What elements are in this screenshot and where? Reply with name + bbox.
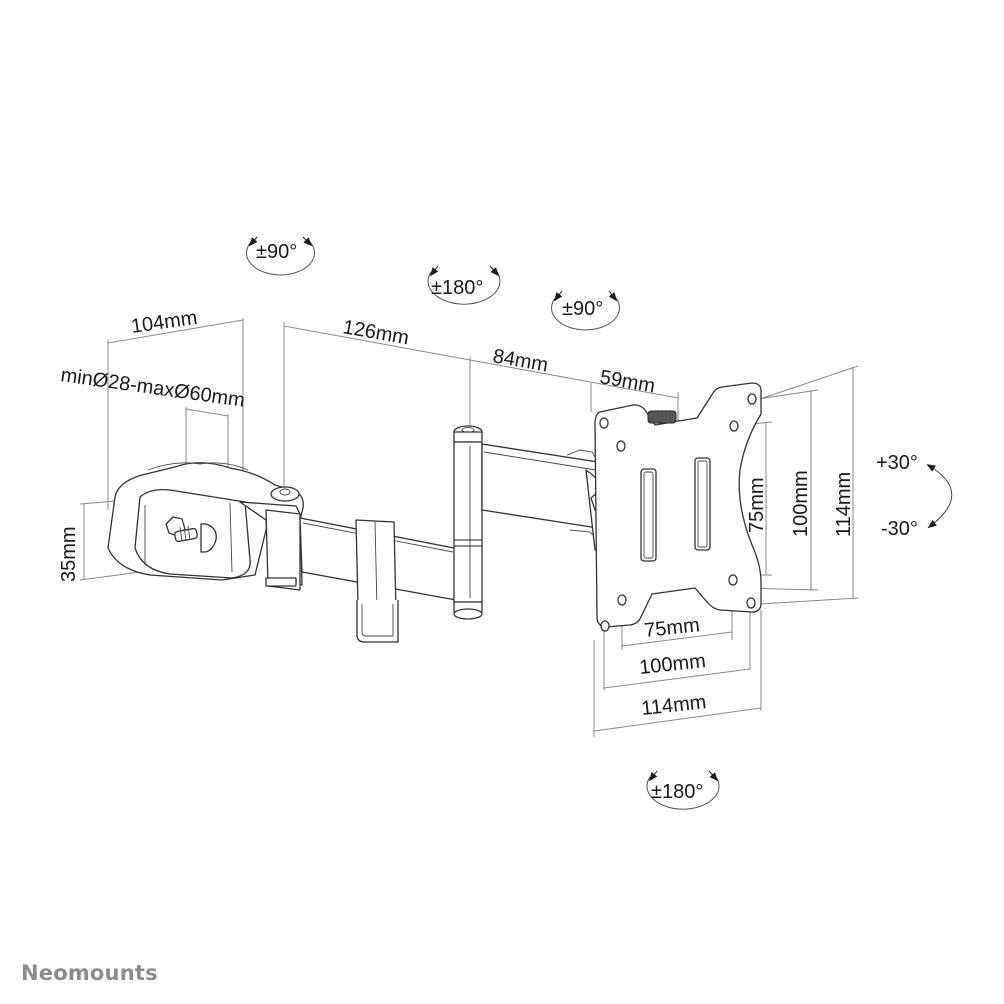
elbow-pivot — [453, 425, 483, 620]
tilt-down-label: -30° — [881, 518, 918, 540]
rotation-label: ±180° — [651, 781, 703, 803]
brand-logo: Neomounts — [21, 961, 158, 985]
rotation-badge-screen: ±180° — [646, 770, 720, 810]
rotation-label: ±180° — [431, 277, 483, 299]
dim-clamp-height: 35mm — [58, 526, 80, 582]
dim-plate-height: 114mm — [833, 472, 855, 537]
rotation-label: ±90° — [562, 298, 603, 320]
rotation-badge-head: ±90° — [551, 290, 620, 331]
pole-clamp — [107, 462, 304, 581]
tilt-indicator: +30° -30° — [876, 452, 953, 540]
rotation-badge-clamp: ±90° — [246, 236, 315, 276]
rotation-badge-elbow: ±180° — [427, 265, 501, 305]
dim-vesa-vertical-large: 100mm — [790, 470, 812, 537]
dim-vesa-horizontal-large: 100mm — [638, 650, 707, 679]
dim-pole-range: minØ28-maxØ60mm — [59, 364, 246, 412]
tilt-up-label: +30° — [876, 452, 918, 474]
dim-head-offset: 59mm — [598, 366, 657, 397]
dim-arm-segment-2: 84mm — [491, 345, 550, 376]
dim-plate-width: 114mm — [640, 691, 707, 720]
dim-vesa-vertical-small: 75mm — [746, 477, 768, 533]
vesa-plate — [594, 382, 762, 632]
rotation-label: ±90° — [256, 241, 297, 263]
dim-vesa-horizontal-small: 75mm — [643, 614, 701, 642]
dim-arm-segment-1: 126mm — [341, 316, 411, 349]
dim-clamp-depth: 104mm — [130, 307, 199, 338]
first-arm — [239, 501, 457, 643]
second-arm — [481, 443, 599, 541]
